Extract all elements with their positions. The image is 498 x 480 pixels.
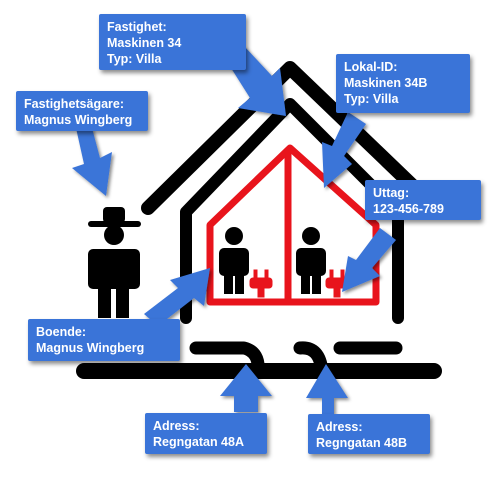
callout-property: Fastighet: Maskinen 34 Typ: Villa	[99, 14, 246, 70]
callout-premises-line3: Typ: Villa	[344, 92, 399, 106]
callout-owner-line1: Fastighetsägare:	[24, 97, 125, 111]
callout-address-b-line1: Adress:	[316, 420, 363, 434]
callout-resident-line2: Magnus Wingberg	[36, 341, 145, 355]
power-plug-icon	[249, 269, 273, 298]
arrow-address-a	[220, 364, 272, 412]
callout-address-a: Adress: Regngatan 48A	[145, 413, 267, 454]
callout-premises: Lokal-ID: Maskinen 34B Typ: Villa	[336, 54, 470, 113]
callout-outlet-line2: 123-456-789	[373, 202, 444, 216]
resident-person-icon	[219, 227, 249, 294]
house-icon	[76, 61, 447, 379]
arrow-owner	[72, 128, 112, 196]
callout-address-a-line1: Adress:	[153, 419, 200, 433]
arrow-address-b	[306, 364, 348, 414]
callout-premises-line2: Maskinen 34B	[344, 76, 428, 90]
arrow-outlet	[342, 228, 396, 292]
callout-resident: Boende: Magnus Wingberg	[28, 319, 180, 361]
callout-owner-line2: Magnus Wingberg	[24, 113, 133, 127]
owner-person-icon	[88, 207, 141, 318]
callout-outlet: Uttag: 123-456-789	[365, 180, 481, 220]
callout-premises-line1: Lokal-ID:	[344, 60, 398, 74]
callout-outlet-line1: Uttag:	[373, 186, 410, 200]
callout-address-b: Adress: Regngatan 48B	[308, 414, 430, 454]
arrow-premises	[322, 112, 366, 188]
unit-outline	[206, 144, 380, 306]
callout-owner: Fastighetsägare: Magnus Wingberg	[16, 91, 148, 131]
callout-resident-line1: Boende:	[36, 325, 86, 339]
callout-property-line3: Typ: Villa	[107, 52, 162, 66]
callout-address-b-line2: Regngatan 48B	[316, 436, 407, 450]
arrow-resident	[144, 268, 210, 326]
callout-property-line2: Maskinen 34	[107, 36, 182, 50]
callout-address-a-line2: Regngatan 48A	[153, 435, 244, 449]
callout-property-line1: Fastighet:	[107, 20, 167, 34]
resident-person-icon	[296, 227, 326, 294]
